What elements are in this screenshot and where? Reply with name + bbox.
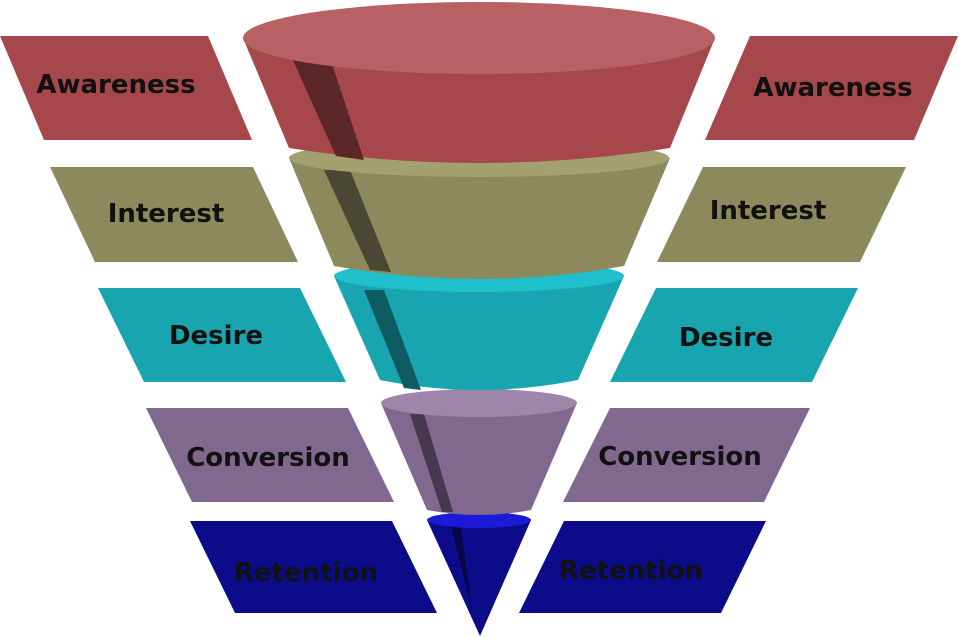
left-label-interest: Interest xyxy=(108,199,225,229)
right-label-desire: Desire xyxy=(679,323,773,353)
right-stage-awareness xyxy=(705,36,958,140)
left-label-retention: Retention xyxy=(234,558,378,588)
funnel-segment-retention xyxy=(427,512,531,636)
funnel-segment-awareness xyxy=(243,2,715,163)
right-labels: Awareness Interest Desire Conversion Ret… xyxy=(519,36,958,613)
funnel-segment-desire xyxy=(334,260,624,390)
left-stage-interest xyxy=(50,167,298,262)
right-stage-interest xyxy=(657,167,906,262)
right-label-conversion: Conversion xyxy=(598,442,762,472)
left-stage-retention xyxy=(190,521,437,613)
left-stage-awareness xyxy=(0,36,252,140)
right-stage-desire xyxy=(610,288,858,382)
left-label-awareness: Awareness xyxy=(36,70,195,100)
right-stage-conversion xyxy=(563,408,810,502)
right-label-retention: Retention xyxy=(559,556,703,586)
left-stage-conversion xyxy=(146,408,394,502)
left-stage-desire xyxy=(98,288,346,382)
right-stage-retention xyxy=(519,521,766,613)
left-label-desire: Desire xyxy=(169,321,263,351)
left-label-conversion: Conversion xyxy=(186,443,350,473)
funnel-graphic xyxy=(243,2,715,636)
funnel-segment-conversion xyxy=(381,389,577,515)
right-label-awareness: Awareness xyxy=(753,73,912,103)
left-labels: Awareness Interest Desire Conversion Ret… xyxy=(0,36,437,613)
right-label-interest: Interest xyxy=(710,196,827,226)
